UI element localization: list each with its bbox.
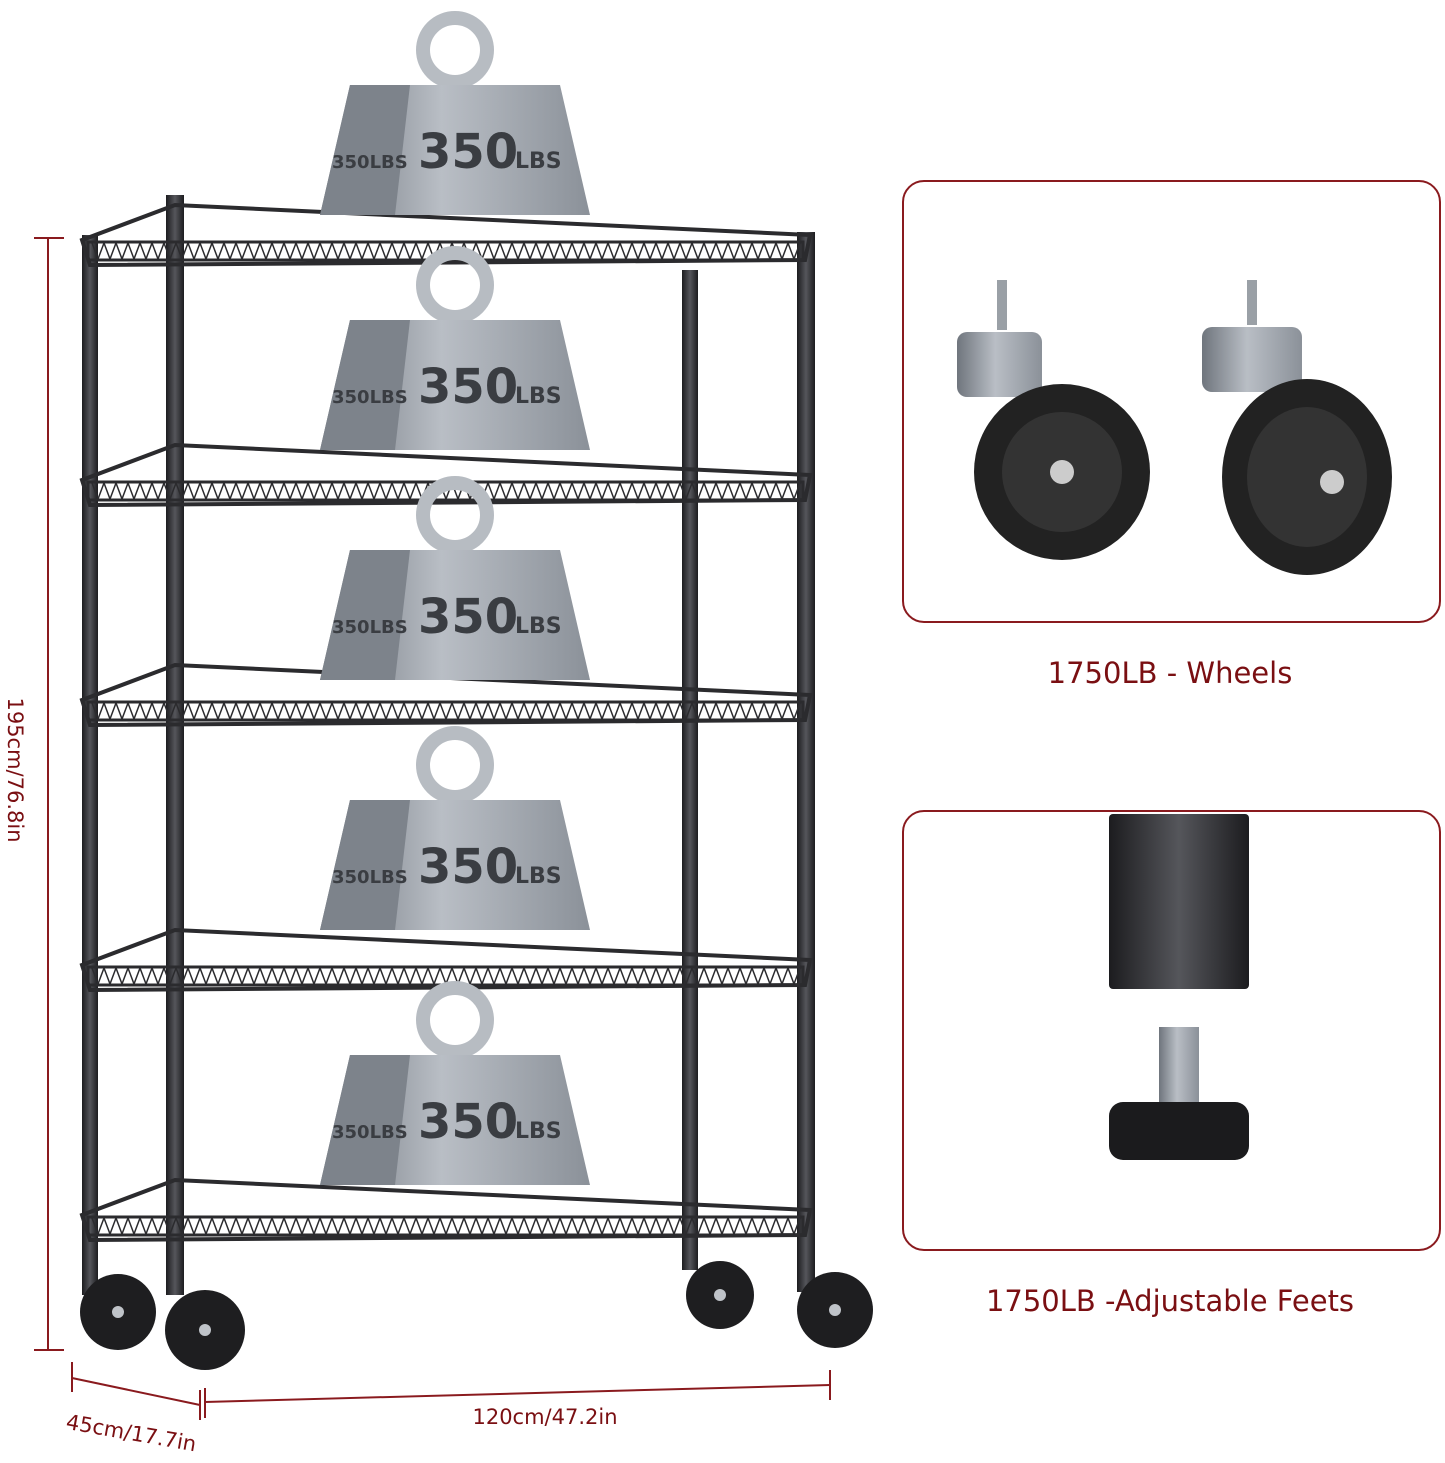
wheels-panel bbox=[902, 180, 1441, 623]
wheels-caption: 1750LB - Wheels bbox=[1047, 656, 1293, 690]
weight-side-label: 350LBS bbox=[332, 152, 408, 173]
weight-side-label: 350LBS bbox=[332, 387, 408, 408]
weight-label: 350 bbox=[418, 1094, 518, 1150]
weight-unit-label: LBS bbox=[515, 384, 562, 409]
width-dimension-label: 120cm/47.2in bbox=[472, 1405, 617, 1429]
leveling-foot-icon bbox=[1109, 814, 1249, 1160]
weight-label: 350 bbox=[418, 359, 518, 415]
weight-side-label: 350LBS bbox=[332, 867, 408, 888]
dimension-lines bbox=[34, 237, 831, 1420]
weights: 350LBS350LBS350LBS350LBS350LBS350LBS350L… bbox=[320, 11, 590, 1185]
feet-panel bbox=[902, 810, 1441, 1251]
weight-unit-label: LBS bbox=[515, 1119, 562, 1144]
weight-side-label: 350LBS bbox=[332, 1122, 408, 1143]
weight-unit-label: LBS bbox=[515, 614, 562, 639]
weight-side-label: 350LBS bbox=[332, 617, 408, 638]
weight-350lbs: 350LBS 350LBS bbox=[320, 11, 590, 215]
shelf bbox=[79, 1177, 813, 1243]
shelf bbox=[79, 927, 813, 993]
caster-wheels-icon bbox=[957, 280, 1392, 575]
weight-label: 350 bbox=[418, 839, 518, 895]
shelf bbox=[79, 442, 813, 508]
rack-wheels bbox=[80, 1261, 873, 1370]
shelf bbox=[79, 662, 813, 728]
weight-350lbs: 350LBS 350LBS bbox=[320, 246, 590, 450]
weight-350lbs: 350LBS 350LBS bbox=[320, 476, 590, 680]
weight-unit-label: LBS bbox=[515, 864, 562, 889]
feet-caption: 1750LB -Adjustable Feets bbox=[985, 1284, 1355, 1318]
weight-label: 350 bbox=[418, 124, 518, 180]
weight-350lbs: 350LBS 350LBS bbox=[320, 981, 590, 1185]
weight-unit-label: LBS bbox=[515, 149, 562, 174]
weight-label: 350 bbox=[418, 589, 518, 645]
weight-350lbs: 350LBS 350LBS bbox=[320, 726, 590, 930]
depth-dimension-label: 45cm/17.7in bbox=[64, 1410, 198, 1457]
height-dimension-label: 195cm/76.8in bbox=[3, 697, 27, 842]
